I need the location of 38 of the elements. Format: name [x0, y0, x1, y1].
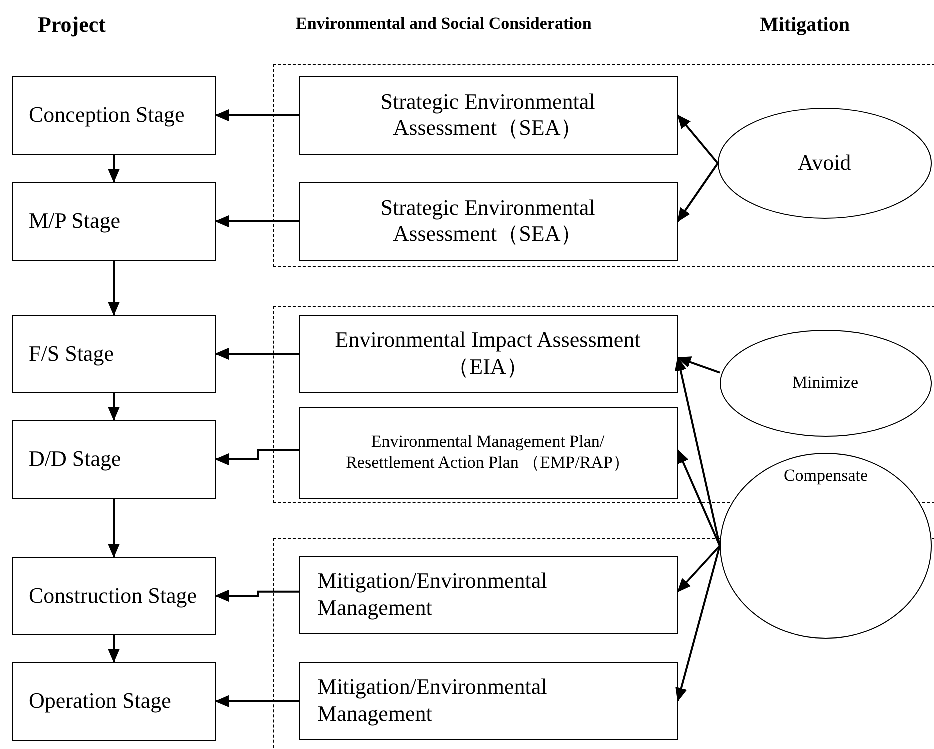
arrow: [215, 449, 299, 466]
stage-box: F/S Stage: [12, 315, 216, 393]
stage-box: Construction Stage: [12, 557, 216, 635]
arrow: [677, 356, 720, 374]
assessment-box: Strategic Environmental Assessment（SEA）: [298, 182, 678, 260]
stage-box: D/D Stage: [12, 420, 216, 499]
arrow: [215, 590, 299, 602]
arrow: [108, 393, 120, 421]
mitigation-ellipse: Minimize: [720, 330, 932, 436]
mitigation-ellipse: Avoid: [718, 108, 932, 218]
arrow: [108, 499, 120, 558]
column-heading: Project: [38, 12, 106, 38]
assessment-box: Mitigation/Environmental Management: [298, 662, 678, 740]
arrow: [677, 114, 719, 164]
assessment-box: Environmental Management Plan/ Resettlement Action Plan （EMP/RAP）: [298, 406, 678, 498]
arrow: [215, 216, 299, 228]
arrow: [677, 545, 721, 593]
arrow: [215, 110, 299, 122]
column-heading: Mitigation: [760, 14, 850, 37]
arrow: [677, 449, 721, 546]
stage-box: Conception Stage: [12, 76, 216, 155]
arrow: [215, 695, 299, 708]
arrow: [677, 162, 719, 222]
stage-box: Operation Stage: [12, 662, 216, 741]
assessment-box: Strategic Environmental Assessment（SEA）: [298, 76, 678, 154]
dashed-group-frame: [273, 538, 934, 749]
mitigation-ellipse: Compensate: [720, 453, 932, 639]
dashed-group-frame: [273, 306, 934, 503]
dashed-group-frame: [273, 64, 934, 267]
assessment-box: Mitigation/Environmental Management: [298, 556, 678, 634]
arrow: [108, 261, 120, 316]
stage-box: M/P Stage: [12, 182, 216, 261]
column-heading: Environmental and Social Consideration: [296, 14, 592, 34]
arrow: [676, 546, 721, 702]
arrow: [215, 348, 299, 360]
arrow: [108, 155, 120, 183]
assessment-box: Environmental Impact Assessment （EIA）: [298, 314, 678, 392]
arrow: [108, 635, 120, 663]
